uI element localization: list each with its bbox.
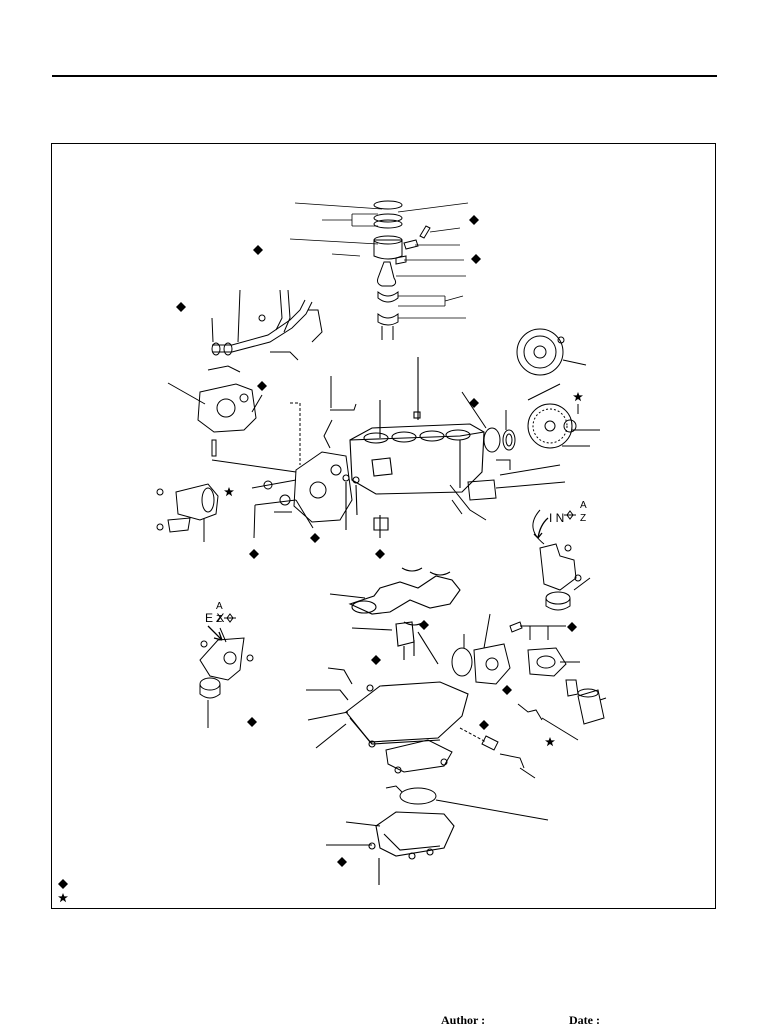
- non-reusable-marker-icon: [371, 655, 381, 665]
- starter-unit: [156, 483, 219, 542]
- timing-chain-cover: [211, 451, 353, 539]
- intake-engine-mounting-bracket: [532, 509, 591, 611]
- non-reusable-marker-icon: [567, 622, 577, 632]
- exhaust-mount-direction: E X A Z: [205, 601, 236, 641]
- cylinder-block: [342, 357, 485, 538]
- oil-pan-lower: [326, 811, 455, 885]
- non-reusable-marker-icon: [310, 533, 320, 543]
- non-reusable-marker-icon: [471, 254, 481, 264]
- oil-pan-upper: [306, 667, 469, 749]
- precoated-marker-icon: [545, 737, 555, 747]
- author-label: Author :: [441, 1013, 486, 1027]
- non-reusable-marker-icon: [419, 620, 429, 630]
- piston-leader-lines: [289, 202, 469, 319]
- non-reusable-marker-icon: [479, 720, 489, 730]
- legend-star-icon: [58, 893, 68, 903]
- non-reusable-marker-icon: [253, 245, 263, 255]
- drive-plate: [527, 383, 600, 449]
- oil-pressure-switch: [459, 703, 579, 779]
- legend-diamond-icon: [58, 879, 68, 889]
- exhaust-mount-marker-bottom: Z: [216, 614, 222, 625]
- crankshaft: [329, 567, 461, 665]
- oil-strainer: [385, 785, 549, 821]
- precoated-marker-icon: [573, 392, 583, 402]
- non-reusable-marker-icon: [469, 398, 479, 408]
- intake-mount-label: I N: [549, 511, 564, 525]
- non-reusable-marker-icon: [502, 685, 512, 695]
- non-reusable-marker-icon: [176, 302, 186, 312]
- water-pump: [167, 365, 301, 465]
- header-rule: [52, 75, 717, 77]
- oil-pan-baffle-plate: [385, 739, 453, 774]
- flywheel: [516, 328, 587, 376]
- diagram-frame: [51, 143, 716, 909]
- non-reusable-marker-icon: [469, 215, 479, 225]
- water-outlet-pipe: [211, 289, 323, 361]
- oil-filter-bracket: [527, 647, 580, 697]
- exhaust-mount-marker-top: A: [216, 601, 223, 612]
- piston-assembly: [373, 200, 431, 340]
- non-reusable-marker-icon: [375, 549, 385, 559]
- non-reusable-marker-icon: [247, 717, 257, 727]
- dipstick-guide: [323, 376, 357, 449]
- intake-mount-marker-top: A: [580, 500, 587, 511]
- precoated-marker-icon: [224, 487, 234, 497]
- intake-mount-marker-bottom: Z: [580, 513, 586, 524]
- date-label: Date :: [569, 1013, 600, 1027]
- non-reusable-marker-icon: [249, 549, 259, 559]
- non-reusable-marker-icon: [257, 381, 267, 391]
- rear-oil-seal: [449, 391, 566, 521]
- intake-mount-direction: I N A Z: [533, 500, 587, 540]
- non-reusable-marker-icon: [337, 857, 347, 867]
- oil-pump-body: [451, 613, 566, 685]
- oil-filter: [577, 688, 607, 725]
- exhaust-mount-label: E X: [205, 611, 224, 625]
- exhaust-engine-mounting-bracket: [199, 627, 254, 728]
